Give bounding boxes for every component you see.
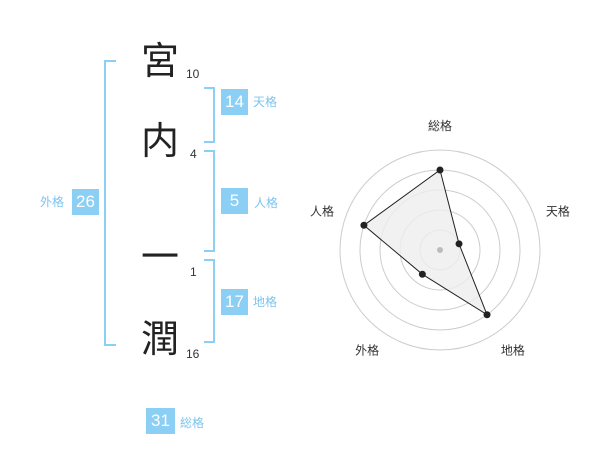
radar-axis-label: 外格: [355, 342, 379, 357]
given-char-2: 潤: [140, 317, 179, 361]
radar-area: [363, 169, 489, 316]
jinkaku-bracket: [204, 150, 215, 252]
chikaku-label: 地格: [253, 295, 278, 309]
stroke-count-2: 4: [190, 147, 197, 161]
radar-point-5: [360, 221, 368, 229]
surname-char-1: 宮: [140, 39, 179, 83]
radar-point-1: [436, 166, 444, 174]
radar-center-dot: [437, 247, 443, 253]
radar-axis-label: 天格: [546, 204, 570, 219]
stroke-count-4: 16: [186, 347, 200, 361]
soukaku-label: 総格: [180, 416, 205, 430]
tenkaku-label: 天格: [253, 95, 278, 109]
tenkaku-bracket: [204, 87, 215, 143]
soukaku-value-badge: 31: [146, 408, 175, 434]
radar-axis-label: 人格: [310, 204, 334, 219]
jinkaku-label: 人格: [254, 196, 279, 210]
radar-point-3: [483, 311, 491, 319]
stroke-count-1: 10: [186, 67, 200, 81]
stroke-count-3: 1: [190, 265, 197, 279]
radar-ring: [339, 149, 541, 351]
surname-char-2: 内: [140, 119, 179, 163]
chikaku-value-badge: 17: [221, 289, 248, 315]
radar-axis-label: 総格: [428, 118, 452, 133]
tenkaku-value-badge: 14: [221, 89, 248, 115]
chikaku-bracket: [204, 259, 215, 343]
radar-point-4: [418, 270, 426, 278]
given-char-1: 一: [140, 235, 179, 279]
jinkaku-value-badge: 5: [221, 188, 248, 214]
gaikaku-value-badge: 26: [72, 189, 99, 215]
gaikaku-bracket: [104, 60, 116, 346]
gaikaku-label: 外格: [40, 195, 65, 209]
radar-axis-label: 地格: [501, 342, 525, 357]
radar-point-2: [455, 240, 463, 248]
